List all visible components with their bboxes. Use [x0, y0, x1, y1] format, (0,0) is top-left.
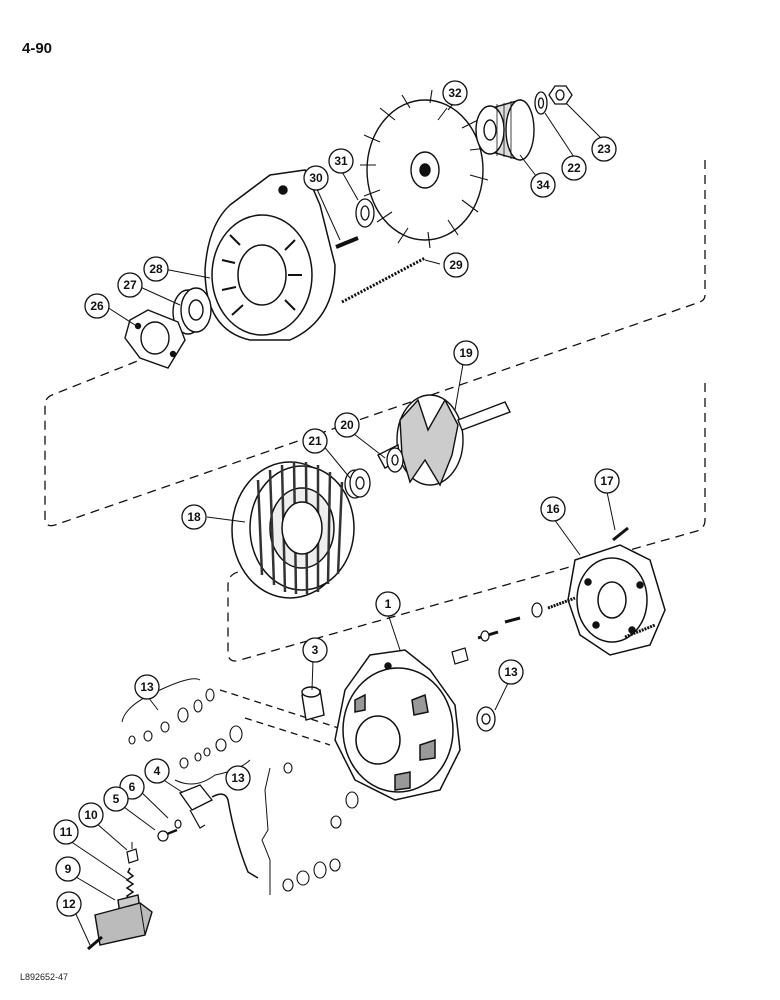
callout-12: 12	[56, 891, 82, 917]
svg-text:22: 22	[567, 161, 581, 175]
svg-text:29: 29	[449, 258, 463, 272]
bearing-part-27	[172, 287, 212, 335]
capacitor-part-4	[178, 784, 259, 879]
svg-text:20: 20	[340, 418, 354, 432]
washer-set-lower	[261, 762, 359, 895]
callout-30: 30	[303, 165, 329, 191]
washer-set-middle	[174, 725, 251, 785]
housing-part-1	[334, 649, 461, 801]
callout-26: 26	[84, 293, 110, 319]
callout-22: 22	[561, 155, 587, 181]
slip-ring-end-housing-part-16	[547, 544, 666, 656]
svg-text:28: 28	[149, 262, 163, 276]
drive-end-housing-part-28	[204, 169, 336, 341]
svg-text:10: 10	[84, 808, 98, 822]
callout-28: 28	[143, 256, 169, 282]
callout-3: 3	[302, 637, 328, 663]
rotor-part-19	[377, 394, 511, 487]
screw-part-12	[87, 935, 103, 951]
svg-text:5: 5	[113, 792, 120, 806]
svg-text:12: 12	[62, 897, 76, 911]
dashed-guide-washers-upper	[219, 689, 346, 731]
callout-34: 34	[530, 172, 556, 198]
callout-10: 10	[78, 802, 104, 828]
callout-19: 19	[453, 340, 479, 366]
nut-part-23	[548, 85, 573, 105]
svg-text:34: 34	[536, 178, 550, 192]
callout-29: 29	[443, 252, 469, 278]
svg-text:6: 6	[129, 780, 136, 794]
callout-5: 5	[103, 786, 129, 812]
svg-text:19: 19	[459, 346, 473, 360]
figure-reference: L892652-47	[20, 972, 69, 982]
screw-part-5	[157, 828, 178, 842]
callout-13-left: 13	[134, 674, 160, 700]
pulley-part-34	[475, 99, 535, 161]
svg-text:9: 9	[65, 862, 72, 876]
svg-text:13: 13	[140, 680, 154, 694]
svg-text:21: 21	[308, 434, 322, 448]
svg-text:23: 23	[597, 142, 611, 156]
svg-text:13: 13	[504, 665, 518, 679]
spring-part-11	[125, 867, 135, 901]
svg-text:17: 17	[600, 474, 614, 488]
callout-23: 23	[591, 136, 617, 162]
svg-text:3: 3	[312, 643, 319, 657]
callout-13-middle: 13	[225, 765, 251, 791]
svg-text:30: 30	[309, 171, 323, 185]
retainer-plate-part-26	[124, 309, 186, 369]
callout-11: 11	[53, 819, 79, 845]
callout-31: 31	[328, 148, 354, 174]
bushing-13	[476, 706, 496, 732]
svg-text:27: 27	[123, 278, 137, 292]
regulator-part-9	[94, 894, 153, 946]
callout-17: 17	[594, 468, 620, 494]
callout-21: 21	[302, 428, 328, 454]
callout-4: 4	[144, 758, 170, 784]
washer-set-upper	[121, 678, 215, 745]
svg-text:1: 1	[385, 597, 392, 611]
stator-part-18	[231, 461, 355, 599]
leader-lines	[69, 102, 616, 946]
terminal-hardware	[451, 602, 543, 665]
lock-washer-part-22	[534, 91, 548, 115]
callout-32: 32	[442, 80, 468, 106]
screw-part-17	[612, 526, 629, 542]
callout-16: 16	[540, 496, 566, 522]
callout-20: 20	[334, 412, 360, 438]
svg-text:13: 13	[231, 771, 245, 785]
callout-1: 1	[375, 591, 401, 617]
callout-9: 9	[55, 856, 81, 882]
rotor-bearing-part-20	[386, 447, 404, 473]
spacer-part-31	[355, 198, 375, 228]
fan-part-32	[360, 89, 489, 249]
svg-text:32: 32	[448, 86, 462, 100]
callout-27: 27	[117, 272, 143, 298]
svg-text:11: 11	[60, 825, 73, 839]
dashed-guide-washers-lower	[244, 717, 331, 746]
callout-13-right: 13	[498, 659, 524, 685]
washer-part-6	[174, 819, 182, 829]
spacer-part-3	[301, 686, 325, 721]
dashed-guide-lower	[227, 383, 706, 662]
pin-part-30	[335, 236, 359, 249]
bearing-part-21	[344, 468, 371, 499]
page-number: 4-90	[22, 40, 53, 57]
dashed-guide-upper	[44, 160, 706, 527]
bolt-part-29	[341, 256, 426, 304]
svg-text:26: 26	[90, 299, 104, 313]
svg-text:31: 31	[334, 154, 348, 168]
brush-part-10	[126, 842, 139, 864]
svg-text:4: 4	[154, 764, 161, 778]
svg-text:18: 18	[187, 510, 201, 524]
callout-18: 18	[181, 504, 207, 530]
svg-text:16: 16	[546, 502, 560, 516]
